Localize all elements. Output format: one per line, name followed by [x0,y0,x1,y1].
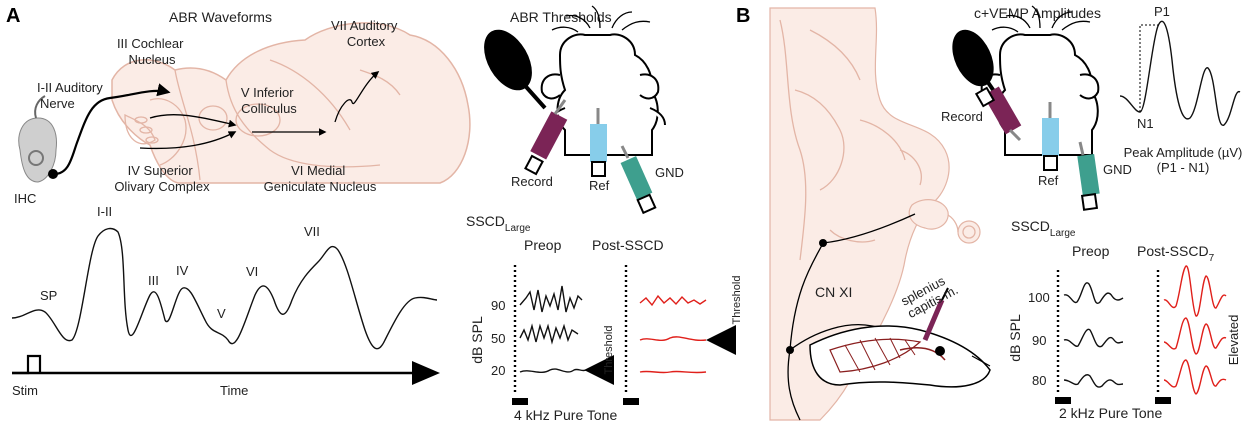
stimulus-label-a: 4 kHz Pure Tone [514,407,617,423]
level-90-b: 90 [1032,333,1046,348]
gnd-electrode-b [1077,141,1100,211]
post-trace-90-a [639,294,707,307]
mouse-muscle-drawing [809,287,991,388]
vemp-schematic-waveform [1119,20,1241,126]
record-electrode-b [974,86,1022,142]
peak-amplitude-label: Peak Amplitude (µV) [1124,145,1243,160]
preop-trace-100-b [1063,282,1124,304]
ref-electrode-b [1042,102,1059,171]
pathway-arrows [139,71,380,150]
post-trace-100-b [1163,265,1227,317]
threshold-label-preop-a: Threshold [603,326,615,375]
time-arrowhead [412,361,440,385]
n1-label: N1 [1137,116,1154,131]
cn-xi-label: CN XI [815,284,852,300]
time-label: Time [220,383,248,398]
brain-diagram [111,22,471,184]
anatomy-illustration [769,7,981,421]
label-inferior-colliculus: V Inferior Colliculus [241,85,297,116]
post-sscd-label-b: Post-SSCD7 [1137,243,1215,264]
p1-label: P1 [1154,4,1170,19]
gnd-electrode-a [620,145,657,215]
label-auditory-nerve: I-II Auditory Nerve [37,80,106,111]
stim-bar-preop-a [512,398,528,405]
elevated-label: Elevated [1226,315,1241,366]
stim-pulse [12,354,42,375]
peak-formula-label: (P1 - N1) [1157,160,1210,175]
level-20-a: 20 [491,363,505,378]
level-100-b: 100 [1028,290,1050,305]
abr-waveform [11,227,438,350]
stim-bar-post-b [1155,397,1171,404]
panel-b-letter: B [736,5,750,27]
muscle-label: splenius capitis m. [898,270,960,321]
mouse-icon-a [484,5,666,156]
post-sscd-label-a: Post-SSCD [592,237,664,253]
wave-label-iii: III [148,273,159,288]
stimulus-label-b: 2 kHz Pure Tone [1059,405,1162,421]
label-superior-olivary: IV Superior Olivary Complex [114,163,210,194]
record-label-b: Record [941,109,983,124]
post-trace-20-a [639,370,707,374]
ylabel-a: dB SPL [469,316,485,364]
level-90-a: 90 [491,298,505,313]
post-trace-80-b [1163,359,1227,395]
stim-bar-post-a [623,398,639,405]
label-medial-geniculate: VI Medial Geniculate Nucleus [264,163,377,194]
sscd-large-label-a: SSCDLarge [466,213,531,234]
ihc-label: IHC [14,191,36,206]
wave-label-v: V [217,306,226,321]
preop-trace-90-b [1063,328,1124,348]
panel-a-letter: A [6,5,20,27]
p1-n1-bracket [1139,24,1160,112]
preop-label-a: Preop [524,237,562,253]
wave-label-vii: VII [304,224,320,239]
threshold-label-post-a: Threshold [731,276,743,325]
record-electrode-a [524,99,568,176]
gnd-label-b: GND [1103,162,1132,177]
level-50-a: 50 [491,331,505,346]
post-trace-50-a [639,336,707,342]
gnd-label-a: GND [655,165,684,180]
ref-label-a: Ref [589,178,610,193]
stim-bar-preop-b [1055,397,1071,404]
abr-thresholds-title: ABR Thresholds [510,9,612,25]
preop-trace-50-a [519,323,579,345]
label-auditory-cortex: VII Auditory Cortex [331,18,401,49]
ylabel-b: dB SPL [1007,314,1023,362]
sscd-large-label-b: SSCDLarge [1011,218,1076,239]
preop-trace-90-a [519,285,583,313]
ref-electrode-a [590,108,607,177]
mouse-icon-b [952,5,1100,156]
ref-label-b: Ref [1038,173,1059,188]
preop-label-b: Preop [1072,243,1110,259]
wave-label-sp: SP [40,288,57,303]
label-cochlear-nucleus: III Cochlear Nucleus [117,36,187,67]
level-80-b: 80 [1032,373,1046,388]
wave-label-vi: VI [246,264,258,279]
post-trace-90-b [1163,317,1227,355]
wave-label-i-ii: I-II [97,204,112,219]
abr-waveforms-title: ABR Waveforms [169,9,272,25]
record-label-a: Record [511,174,553,189]
wave-label-iv: IV [176,263,189,278]
stim-label: Stim [12,383,38,398]
preop-trace-20-a [519,368,587,373]
ihc-cell-icon [18,83,171,183]
preop-trace-80-b [1063,374,1124,388]
